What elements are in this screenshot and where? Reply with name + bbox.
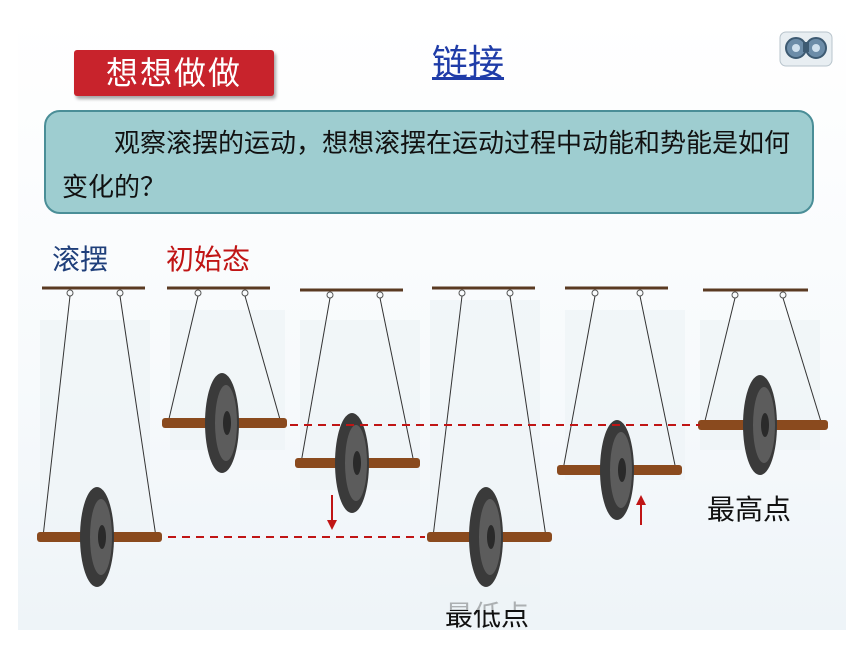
link-text[interactable]: 链接 bbox=[432, 43, 505, 84]
pin-right-5 bbox=[779, 291, 787, 299]
pin-left-5 bbox=[731, 291, 739, 299]
string-right-3 bbox=[509, 295, 547, 538]
string-right-2 bbox=[379, 297, 415, 464]
string-left-2 bbox=[300, 297, 331, 464]
label-highest-point: 最高点 bbox=[707, 493, 792, 526]
binoculars-icon[interactable] bbox=[776, 22, 836, 72]
pin-right-3 bbox=[506, 289, 514, 297]
arrow-down-head bbox=[327, 520, 337, 530]
pin-right-0 bbox=[116, 289, 124, 297]
question-box: 观察滚摆的运动，想想滚摆在运动过程中动能和势能是如何变化的？ bbox=[44, 110, 814, 214]
string-left-0 bbox=[42, 295, 71, 538]
wheel-hub-0 bbox=[98, 525, 106, 549]
wheel-hub-1 bbox=[223, 411, 231, 435]
pin-left-1 bbox=[194, 289, 202, 297]
wheel-hub-2 bbox=[353, 451, 361, 475]
pin-right-4 bbox=[636, 289, 644, 297]
string-right-5 bbox=[782, 297, 823, 426]
pin-right-2 bbox=[376, 291, 384, 299]
string-left-3 bbox=[432, 295, 463, 538]
pin-left-0 bbox=[66, 289, 74, 297]
label-initial-state: 初始态 bbox=[166, 243, 251, 276]
pin-left-2 bbox=[326, 291, 334, 299]
string-right-4 bbox=[639, 295, 677, 471]
arrow-up-head bbox=[636, 495, 646, 505]
string-left-5 bbox=[703, 297, 736, 426]
wheel-hub-5 bbox=[761, 413, 769, 437]
section-badge: 想想做做 bbox=[74, 50, 274, 96]
label-gunbai: 滚摆 bbox=[52, 243, 109, 276]
string-left-1 bbox=[167, 295, 199, 424]
pin-left-4 bbox=[591, 289, 599, 297]
string-left-4 bbox=[562, 295, 596, 471]
wheel-hub-4 bbox=[618, 458, 626, 482]
string-right-1 bbox=[244, 295, 282, 424]
string-right-0 bbox=[119, 295, 157, 538]
pin-right-1 bbox=[241, 289, 249, 297]
pin-left-3 bbox=[458, 289, 466, 297]
wheel-hub-3 bbox=[487, 525, 495, 549]
question-text: 观察滚摆的运动，想想滚摆在运动过程中动能和势能是如何变化的？ bbox=[62, 129, 791, 203]
